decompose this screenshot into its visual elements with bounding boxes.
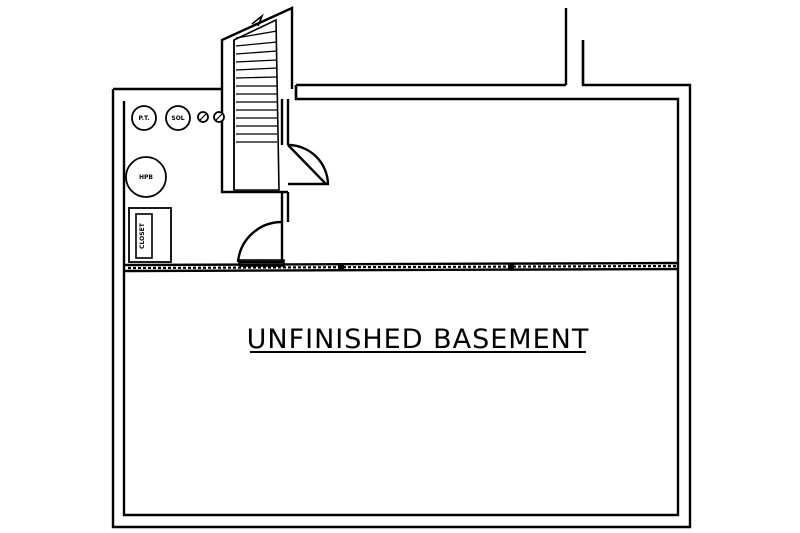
- stair-arrow-icon: [251, 13, 264, 27]
- room-label-group: UNFINISHED BASEMENT: [247, 324, 590, 355]
- furnace: HPB: [125, 156, 167, 198]
- closet: CLOSET: [128, 207, 172, 263]
- pressure-tank: P.T.: [131, 105, 157, 131]
- valve-icon-2: [213, 111, 225, 123]
- door-swing-upper: [287, 143, 330, 186]
- room-label: UNFINISHED BASEMENT: [247, 324, 590, 355]
- door-swing-lower: [236, 220, 285, 267]
- stair-enclosure: [220, 6, 298, 194]
- svg-text:CLOSET: CLOSET: [139, 222, 146, 249]
- water-softener: SOL: [165, 105, 191, 131]
- stair-treads: [235, 13, 278, 143]
- svg-text:HPB: HPB: [139, 174, 153, 181]
- valve-icon: [197, 111, 209, 123]
- partition-walls: [123, 99, 679, 273]
- svg-text:SOL: SOL: [171, 115, 184, 122]
- svg-text:P.T.: P.T.: [138, 115, 149, 122]
